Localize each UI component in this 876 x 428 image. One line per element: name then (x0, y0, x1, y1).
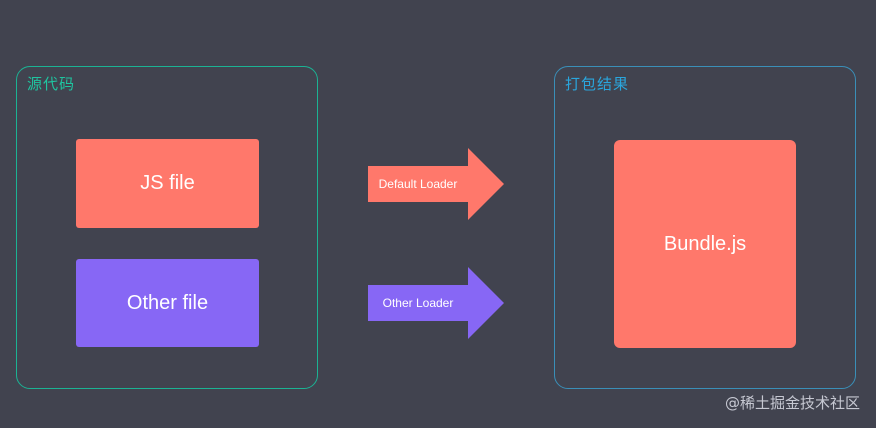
bundle-result-panel: 打包结果 (554, 66, 856, 389)
bundle-result-title: 打包结果 (565, 75, 630, 93)
other-loader-label: Other Loader (382, 296, 454, 310)
js-file-label: JS file (140, 172, 195, 194)
js-file-box: JS file (76, 139, 259, 228)
other-loader-arrow: Other Loader (368, 267, 504, 339)
bundle-js-box: Bundle.js (614, 140, 796, 348)
source-code-title: 源代码 (27, 75, 76, 93)
default-loader-arrow-shape (368, 148, 504, 220)
watermark-text: @稀土掘金技术社区 (724, 394, 860, 412)
other-file-box: Other file (76, 259, 259, 347)
source-code-panel: 源代码 (16, 66, 318, 389)
default-loader-arrow: Default Loader (368, 148, 504, 220)
other-loader-arrow-shape (368, 267, 504, 339)
bundle-js-label: Bundle.js (663, 232, 747, 255)
default-loader-label: Default Loader (378, 177, 458, 191)
other-file-label: Other file (126, 291, 209, 314)
